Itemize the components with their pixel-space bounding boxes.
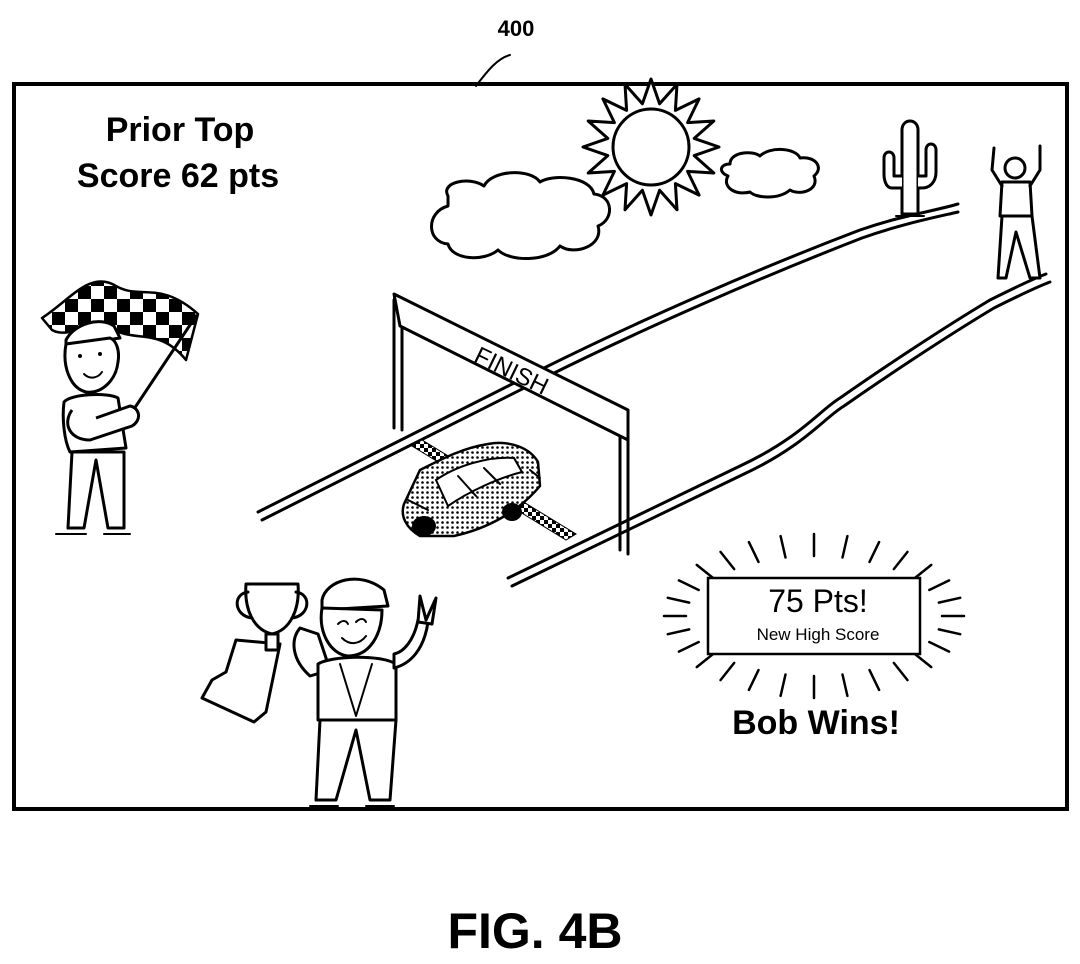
prior-score-line-2: Score 62 pts (77, 157, 279, 195)
cactus-icon (882, 119, 938, 217)
burst-ray (892, 550, 909, 571)
burst-ray (841, 534, 849, 559)
burst-ray (719, 661, 736, 682)
road-edge-right (506, 272, 1048, 580)
burst-ray (912, 652, 933, 669)
race-car-icon (401, 441, 542, 538)
burst-ray (677, 640, 700, 653)
spectator-person (990, 144, 1042, 280)
figure-caption: FIG. 4B (447, 903, 622, 959)
road-edge-left (256, 202, 960, 514)
sun-icon (581, 77, 721, 217)
flag-waver-person (40, 280, 200, 535)
burst-ray (747, 668, 760, 692)
burst-ray (747, 540, 760, 564)
burst-ray (779, 673, 787, 698)
burst-ray (868, 540, 881, 564)
reference-number: 400 (498, 16, 535, 41)
cloud-icon (720, 148, 820, 199)
burst-ray (695, 563, 716, 580)
burst-ray (695, 652, 716, 669)
road-edge-right-inner (510, 280, 1052, 588)
cloud-icon (430, 171, 611, 261)
score-points: 75 Pts! (768, 583, 868, 619)
burst-ray (937, 628, 962, 636)
burst-ray (928, 640, 951, 653)
burst-ray (928, 579, 951, 592)
burst-ray (779, 534, 787, 559)
burst-ray (912, 563, 933, 580)
burst-ray (677, 579, 700, 592)
score-burst: 75 Pts! New High Score (662, 532, 966, 700)
burst-ray (666, 628, 691, 636)
burst-ray (937, 596, 962, 604)
burst-ray (841, 673, 849, 698)
score-box (706, 576, 922, 656)
burst-ray (868, 668, 881, 692)
score-subtitle: New High Score (757, 625, 880, 644)
prior-score-line-1: Prior Top (106, 111, 255, 149)
screen-frame (12, 82, 1069, 811)
burst-ray (892, 661, 909, 682)
burst-ray (719, 550, 736, 571)
burst-ray (666, 596, 691, 604)
winner-person (200, 577, 438, 807)
reference-leader-line (475, 54, 511, 87)
trophy-icon (200, 582, 309, 724)
winner-text: Bob Wins! (732, 704, 900, 742)
road-edge-left-inner (260, 210, 960, 522)
